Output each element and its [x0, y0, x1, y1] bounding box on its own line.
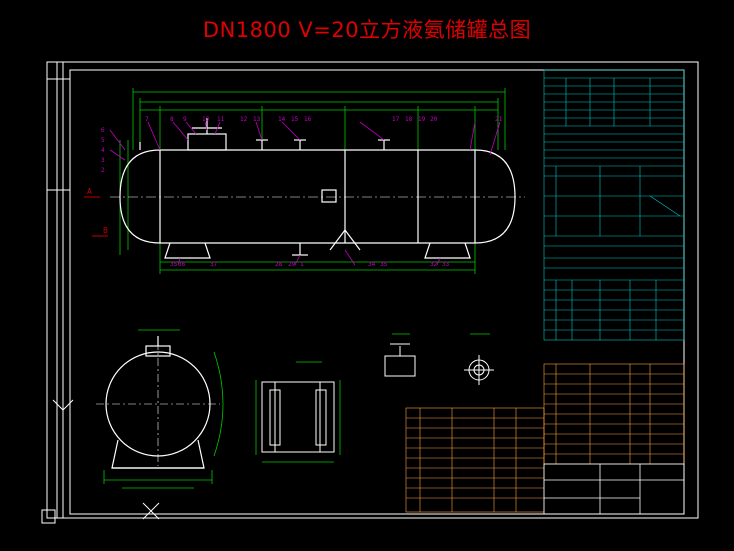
nozzle-number: 3: [101, 157, 105, 164]
nozzle-number: 18: [405, 116, 413, 123]
nozzle-number: 32: [430, 261, 438, 268]
vessel-elevation: [119, 118, 516, 259]
nozzle-number: 15: [291, 116, 299, 123]
vessel-end-view: [96, 336, 220, 469]
section-marks: [84, 196, 108, 237]
saddle-detail-view: [261, 381, 335, 453]
nozzle-number: 17: [392, 116, 400, 123]
nozzle-number: 21: [495, 116, 503, 123]
nozzle-number: 1: [300, 261, 304, 268]
nozzle-number: 35: [380, 261, 388, 268]
end-view-dimensions: [103, 329, 224, 489]
nozzle-numbers-top: 7 8 9 10 11 12 13 14 15 16 17 18 19 20 21: [145, 116, 503, 123]
nozzle-number: 36: [178, 261, 186, 268]
nozzle-number: 7: [145, 116, 149, 123]
nozzle-number: 16: [304, 116, 312, 123]
nozzle-number: 12: [240, 116, 248, 123]
saddle-detail-dims: [255, 361, 341, 463]
nozzle-number: 19: [418, 116, 426, 123]
drawing-frame: [41, 61, 699, 524]
nozzle-number: 10: [202, 116, 210, 123]
nozzle-numbers-left: 6 5 4 3 2: [101, 127, 105, 174]
nozzle-number: 20: [430, 116, 438, 123]
technical-data-table: [543, 69, 685, 341]
nozzle-number: 34: [368, 261, 376, 268]
nozzle-number: 13: [253, 116, 261, 123]
nozzle-number: 35: [170, 261, 178, 268]
drawing-title: DN1800 V=20立方液氨储罐总图: [202, 18, 532, 42]
nozzle-detail-views: [384, 343, 494, 385]
title-block: [543, 463, 685, 515]
parts-list-table: [405, 363, 685, 513]
nozzle-number: 14: [278, 116, 286, 123]
nozzle-number: 4: [101, 147, 105, 154]
callout-leaders: [109, 121, 501, 266]
nozzle-number: 8: [170, 116, 174, 123]
nozzle-number: 28: [275, 261, 283, 268]
nozzle-number: 11: [217, 116, 225, 123]
nozzle-number: 5: [101, 137, 105, 144]
nozzle-number: 37: [210, 261, 218, 268]
nozzle-number: 9: [183, 116, 187, 123]
section-label-a: A: [87, 187, 92, 196]
nozzle-number: 2: [101, 167, 105, 174]
overall-dimension-lines: [119, 88, 506, 274]
nozzle-number: 6: [101, 127, 105, 134]
section-label-b: B: [103, 226, 108, 235]
nozzle-number: 29: [288, 261, 296, 268]
nozzle-number: 33: [442, 261, 450, 268]
